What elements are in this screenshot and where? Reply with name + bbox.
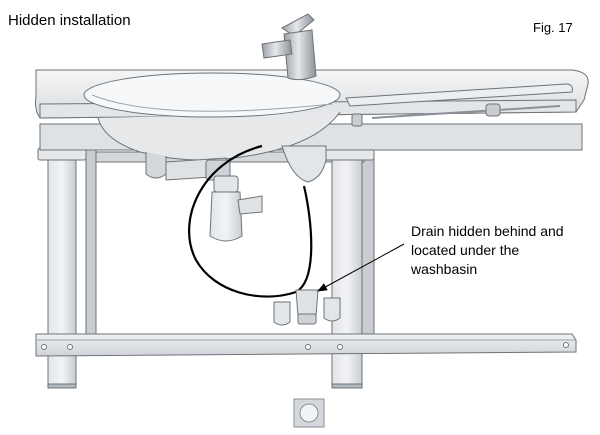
frame-foot-left bbox=[47, 383, 77, 389]
shelf-clip bbox=[485, 103, 501, 117]
drain-callout-text: Drain hidden behind and located under th… bbox=[411, 222, 564, 279]
bolt bbox=[337, 344, 343, 350]
bowl-drain-stub bbox=[145, 152, 167, 179]
bolt bbox=[67, 344, 73, 350]
faucet-body bbox=[283, 29, 317, 81]
floor-drain-plate bbox=[293, 398, 325, 428]
callout-line-2: located under the bbox=[411, 242, 520, 258]
washbasin-bowl bbox=[83, 72, 341, 183]
bolt bbox=[41, 344, 47, 350]
counter-side-tray bbox=[345, 83, 573, 107]
bolt bbox=[563, 342, 569, 348]
trap-outlet bbox=[237, 195, 263, 215]
floor-drain-fittings bbox=[273, 289, 341, 326]
diagram-title: Hidden installation bbox=[8, 12, 131, 29]
flexible-drain-hose bbox=[188, 144, 313, 298]
figure-label: Fig. 17 bbox=[533, 20, 573, 35]
faucet bbox=[261, 13, 317, 81]
bowl-opening bbox=[83, 72, 341, 118]
frame-foot-right bbox=[331, 383, 363, 389]
valve-right bbox=[323, 297, 341, 322]
shelf-clip bbox=[351, 113, 363, 127]
callout-line-3: washbasin bbox=[411, 261, 478, 277]
frame-post-back-right bbox=[361, 149, 375, 341]
overflow-boss bbox=[281, 145, 327, 183]
faucet-spout bbox=[261, 39, 293, 59]
callout-arrow bbox=[317, 243, 405, 292]
trap-nut bbox=[213, 175, 239, 193]
bottle-trap bbox=[209, 191, 243, 242]
callout-line-1: Drain hidden behind and bbox=[411, 223, 564, 239]
support-frame bbox=[35, 147, 577, 389]
bolt bbox=[305, 344, 311, 350]
frame-post-back-left bbox=[85, 149, 97, 341]
valve-left bbox=[273, 301, 291, 326]
drain-pipework bbox=[165, 157, 263, 242]
